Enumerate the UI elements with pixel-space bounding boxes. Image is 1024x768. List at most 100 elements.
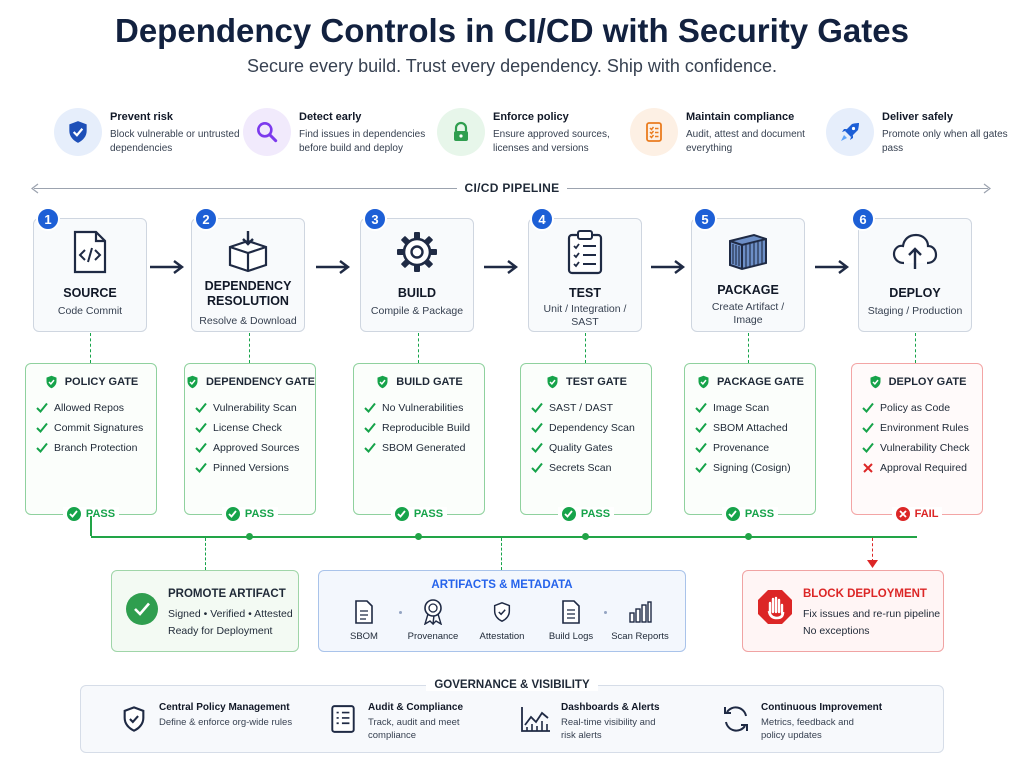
gate-item: Branch Protection bbox=[36, 442, 152, 462]
refresh-cycle-icon bbox=[719, 702, 753, 736]
stage-dependency-resolution[interactable]: DEPENDENCY RESOLUTION Resolve & Download bbox=[191, 218, 305, 332]
step-number-3: 3 bbox=[363, 207, 387, 231]
step-number-1: 1 bbox=[36, 207, 60, 231]
gate-build[interactable]: BUILD GATE No Vulnerabilities Reproducib… bbox=[353, 363, 485, 521]
gate-item: Allowed Repos bbox=[36, 402, 152, 422]
gate-title: BUILD GATE bbox=[396, 376, 463, 388]
gate-item: Vulnerability Scan bbox=[195, 402, 311, 422]
benefit-maintain-compliance: Maintain compliance Audit, attest and do… bbox=[630, 106, 820, 160]
benefit-enforce-policy: Enforce policy Ensure approved sources, … bbox=[437, 106, 627, 160]
line-chart-icon bbox=[519, 702, 553, 736]
artifact-sbom[interactable]: SBOM bbox=[328, 597, 400, 642]
check-icon bbox=[531, 402, 543, 413]
artifact-provenance[interactable]: Provenance bbox=[397, 597, 469, 642]
governance-continuous-improvement[interactable]: Continuous Improvement Metrics, feedback… bbox=[719, 700, 919, 744]
benefit-detect-early: Detect early Find issues in dependencies… bbox=[243, 106, 433, 160]
check-circle-icon bbox=[725, 507, 740, 521]
shield-check-icon bbox=[377, 375, 388, 389]
gate-item: Policy as Code bbox=[862, 402, 978, 422]
gate-dependency[interactable]: DEPENDENCY GATE Vulnerability Scan Licen… bbox=[184, 363, 316, 521]
shield-badge-icon bbox=[466, 597, 538, 627]
artifact-build-logs[interactable]: Build Logs bbox=[535, 597, 607, 642]
promote-artifact-card[interactable]: PROMOTE ARTIFACT Signed • Verified • Att… bbox=[111, 570, 299, 652]
block-deployment-card[interactable]: BLOCK DEPLOYMENT Fix issues and re-run p… bbox=[742, 570, 944, 652]
gate-item: Secrets Scan bbox=[531, 462, 647, 482]
separator-dot bbox=[399, 611, 402, 614]
benefit-prevent-risk: Prevent risk Block vulnerable or untrust… bbox=[54, 106, 244, 160]
gate-status-pass: PASS bbox=[721, 507, 779, 521]
stage-name: DEPENDENCY RESOLUTION bbox=[204, 279, 292, 308]
check-icon bbox=[36, 402, 48, 413]
gate-status-pass: PASS bbox=[221, 507, 279, 521]
stage-deploy[interactable]: DEPLOY Staging / Production bbox=[858, 218, 972, 332]
stage-name: PACKAGE bbox=[717, 283, 779, 297]
arrow-right-icon bbox=[316, 260, 350, 274]
stage-desc: Compile & Package bbox=[370, 305, 464, 317]
benefit-desc: Promote only when all gates pass bbox=[882, 129, 1008, 154]
gate-title: TEST GATE bbox=[566, 376, 627, 388]
bus-junction bbox=[745, 533, 752, 540]
rocket-icon bbox=[826, 108, 874, 156]
check-icon bbox=[695, 442, 707, 453]
audit-list-icon bbox=[326, 702, 360, 736]
code-file-icon bbox=[34, 229, 146, 274]
container-icon bbox=[692, 229, 804, 273]
benefit-desc: Find issues in dependencies before build… bbox=[299, 129, 426, 154]
stage-name: SOURCE bbox=[63, 286, 117, 300]
gate-title: PACKAGE GATE bbox=[717, 376, 804, 388]
check-icon bbox=[195, 422, 207, 433]
gate-item: Approval Required bbox=[862, 462, 978, 482]
governance-audit-compliance[interactable]: Audit & Compliance Track, audit and meet… bbox=[326, 700, 526, 744]
gate-item: Commit Signatures bbox=[36, 422, 152, 442]
magnifier-icon bbox=[243, 108, 291, 156]
gate-item: License Check bbox=[195, 422, 311, 442]
gate-item: Provenance bbox=[695, 442, 811, 462]
stage-name: BUILD bbox=[397, 286, 437, 300]
clipboard-checklist-icon bbox=[529, 229, 641, 275]
bus-junction bbox=[246, 533, 253, 540]
check-icon bbox=[695, 462, 707, 473]
gate-package[interactable]: PACKAGE GATE Image Scan SBOM Attached Pr… bbox=[684, 363, 816, 521]
governance-title: GOVERNANCE & VISIBILITY bbox=[0, 679, 1024, 691]
benefit-title: Deliver safely bbox=[882, 111, 953, 123]
bus-junction bbox=[415, 533, 422, 540]
gate-deploy[interactable]: DEPLOY GATE Policy as Code Environment R… bbox=[851, 363, 983, 521]
gate-item: Environment Rules bbox=[862, 422, 978, 442]
stage-desc: Resolve & Download bbox=[199, 315, 297, 327]
stage-desc: Code Commit bbox=[57, 305, 123, 317]
ribbon-badge-icon bbox=[397, 597, 469, 627]
checklist-icon bbox=[630, 108, 678, 156]
benefit-desc: Ensure approved sources, licenses and ve… bbox=[493, 129, 610, 154]
artifact-scan-reports[interactable]: Scan Reports bbox=[604, 597, 676, 642]
gate-item: Signing (Cosign) bbox=[695, 462, 811, 482]
gate-item: Image Scan bbox=[695, 402, 811, 422]
stage-package[interactable]: PACKAGE Create Artifact / Image bbox=[691, 218, 805, 332]
cloud-upload-icon bbox=[859, 229, 971, 273]
separator-dot bbox=[604, 611, 607, 614]
block-line1: Fix issues and re-run pipeline bbox=[803, 608, 941, 620]
pipeline-label: CI/CD PIPELINE bbox=[0, 181, 1024, 195]
gate-policy[interactable]: POLICY GATE Allowed Repos Commit Signatu… bbox=[25, 363, 157, 521]
connector bbox=[585, 333, 586, 363]
document-icon bbox=[328, 597, 400, 627]
stage-source[interactable]: SOURCE Code Commit bbox=[33, 218, 147, 332]
shield-check-icon bbox=[547, 375, 558, 389]
stage-build[interactable]: BUILD Compile & Package bbox=[360, 218, 474, 332]
governance-policy-management[interactable]: Central Policy Management Define & enfor… bbox=[117, 700, 317, 744]
gate-test[interactable]: TEST GATE SAST / DAST Dependency Scan Qu… bbox=[520, 363, 652, 521]
governance-panel: Central Policy Management Define & enfor… bbox=[80, 685, 944, 753]
connector bbox=[915, 333, 916, 363]
connector bbox=[90, 516, 92, 536]
block-title: BLOCK DEPLOYMENT bbox=[803, 588, 927, 600]
artifact-attestation[interactable]: Attestation bbox=[466, 597, 538, 642]
check-icon bbox=[364, 402, 376, 413]
governance-dashboards-alerts[interactable]: Dashboards & Alerts Real-time visibility… bbox=[519, 700, 719, 744]
page-subtitle: Secure every build. Trust every dependen… bbox=[247, 56, 777, 76]
stage-test[interactable]: TEST Unit / Integration / SAST bbox=[528, 218, 642, 332]
stage-desc: Create Artifact / Image bbox=[711, 301, 785, 326]
artifacts-title: ARTIFACTS & METADATA bbox=[431, 579, 573, 591]
step-number-6: 6 bbox=[851, 207, 875, 231]
check-circle-icon bbox=[126, 593, 158, 625]
log-file-icon bbox=[535, 597, 607, 627]
gate-item: Pinned Versions bbox=[195, 462, 311, 482]
